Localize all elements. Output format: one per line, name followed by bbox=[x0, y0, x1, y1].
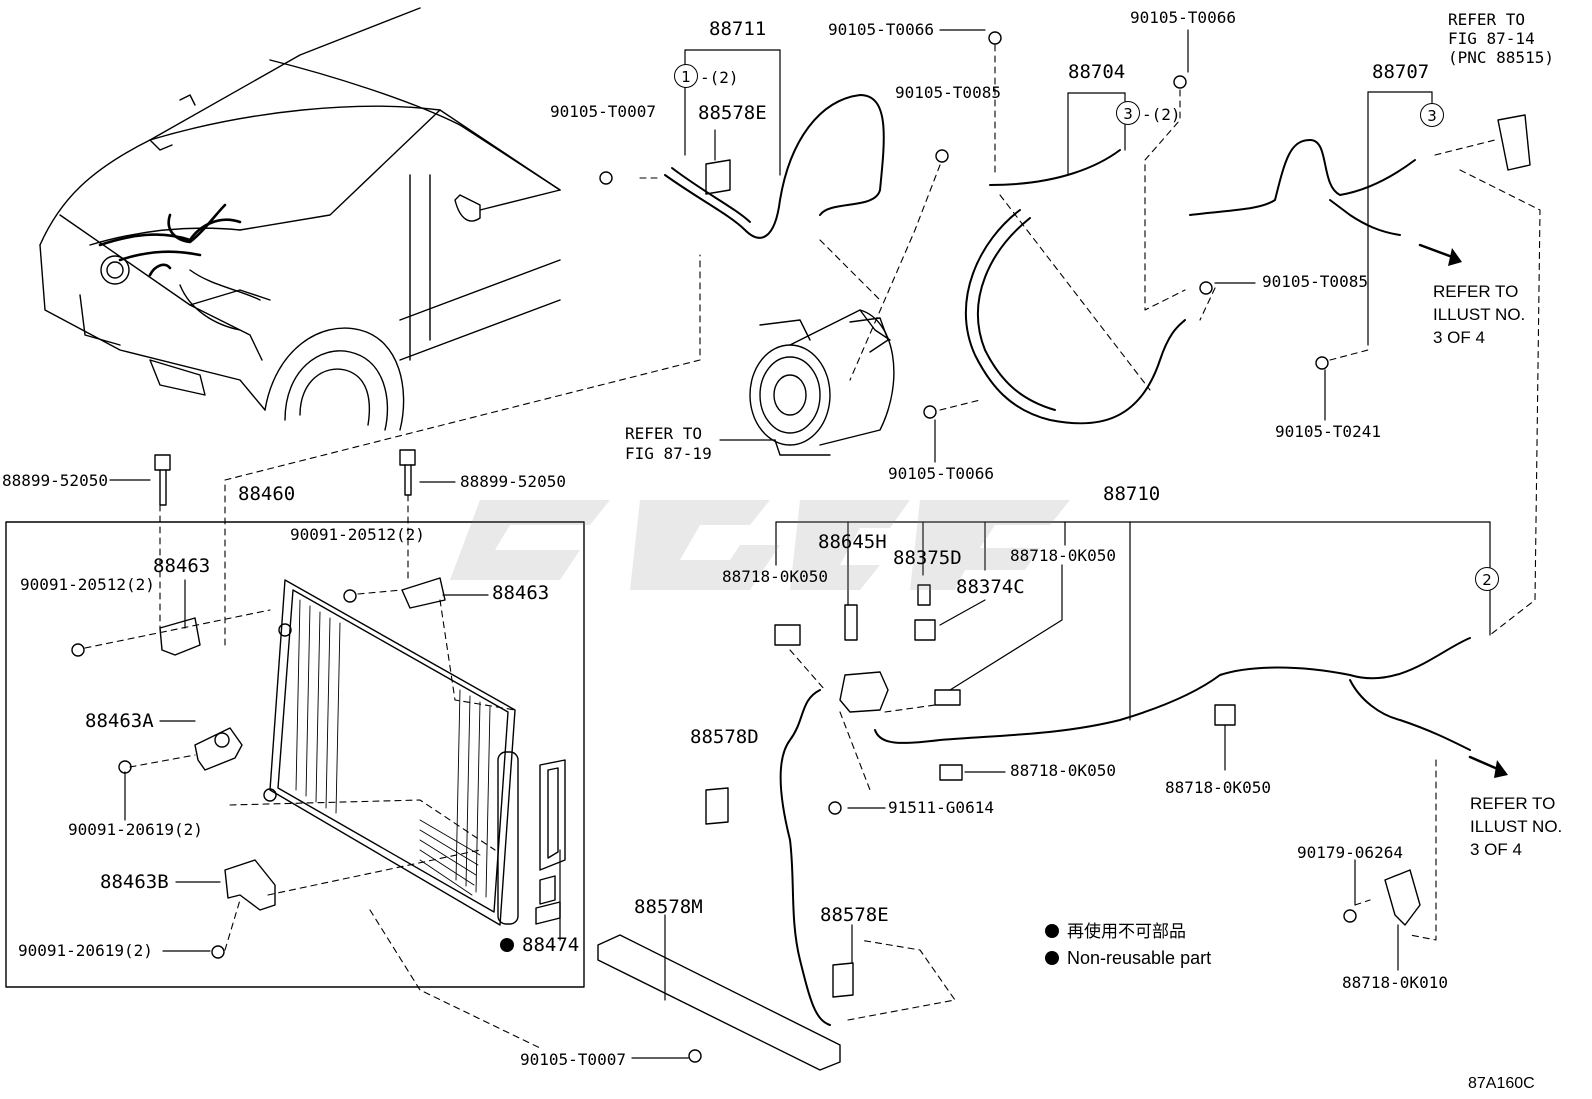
part-label-90105-T0085-b: 90105-T0085 bbox=[1262, 272, 1368, 291]
part-label-88707: 88707 bbox=[1372, 61, 1430, 83]
condenser bbox=[263, 579, 566, 926]
part-label-88474: 88474 bbox=[500, 936, 579, 955]
pads bbox=[597, 114, 1531, 1071]
part-label-90091-20619-a: 90091-20619(2) bbox=[68, 820, 203, 839]
part-label-88645H: 88645H bbox=[818, 531, 887, 553]
callout-qty-3a: -(2) bbox=[1142, 105, 1181, 124]
part-label-88578M: 88578M bbox=[634, 896, 703, 918]
legend-dot-icon bbox=[1045, 951, 1059, 965]
refer-fig-87-19: REFER TO FIG 87-19 bbox=[625, 424, 712, 463]
pressure-switches bbox=[774, 584, 936, 713]
legend-text-cn: 再使用不可部品 bbox=[1067, 922, 1186, 941]
part-label-88718-0K010: 88718-0K010 bbox=[1342, 973, 1448, 992]
part-label-90105-T0066-c: 90105-T0066 bbox=[888, 464, 994, 483]
part-label-90105-T0066-a: 90105-T0066 bbox=[828, 20, 934, 39]
pipe-88707 bbox=[1189, 139, 1416, 236]
part-label-91511-G0614: 91511-G0614 bbox=[888, 798, 994, 817]
part-label-88711: 88711 bbox=[709, 18, 767, 40]
bracket-88463-right bbox=[401, 577, 446, 609]
vehicle-illustration bbox=[39, 7, 561, 431]
part-label-88718-0K050-a: 88718-0K050 bbox=[722, 567, 828, 586]
part-label-88578E-bottom: 88578E bbox=[820, 904, 889, 926]
refer-illust-3of4-a: REFER TO ILLUST NO. 3 OF 4 bbox=[1433, 282, 1526, 347]
part-label-90105-T0066-b: 90105-T0066 bbox=[1130, 8, 1236, 27]
callout-circle-2: 2 bbox=[1475, 567, 1499, 591]
part-label-90091-20619-b: 90091-20619(2) bbox=[18, 941, 153, 960]
part-label-88463-b: 88463 bbox=[492, 582, 550, 604]
condenser-group-frame bbox=[5, 521, 585, 988]
part-label-88899-52050-b: 88899-52050 bbox=[460, 472, 566, 491]
part-label-88463B: 88463B bbox=[100, 871, 169, 893]
refer-illust-3of4-b: REFER TO ILLUST NO. 3 OF 4 bbox=[1470, 794, 1563, 859]
callout-circle-1: 1 bbox=[674, 64, 698, 88]
part-label-88718-0K050-b: 88718-0K050 bbox=[1010, 546, 1116, 565]
refer-fig-87-14: REFER TO FIG 87-14 (PNC 88515) bbox=[1448, 10, 1554, 67]
callout-circle-3a: 3 bbox=[1116, 101, 1140, 125]
part-label-90179-06264: 90179-06264 bbox=[1297, 843, 1403, 862]
part-label-88578E-top: 88578E bbox=[698, 102, 767, 124]
pipe-88710 bbox=[779, 637, 1471, 1026]
part-label-88463A: 88463A bbox=[85, 710, 154, 732]
part-label-88718-0K050-c: 88718-0K050 bbox=[1010, 761, 1116, 780]
bracket-88463B bbox=[224, 859, 276, 911]
part-label-88718-0K050-d: 88718-0K050 bbox=[1165, 778, 1271, 797]
part-label-90105-T0085-a: 90105-T0085 bbox=[895, 83, 1001, 102]
legend-line-cn: 再使用不可部品 bbox=[1045, 923, 1186, 940]
bracket-88463-left bbox=[159, 617, 201, 656]
clamps bbox=[934, 689, 1421, 926]
part-label-88578D: 88578D bbox=[690, 726, 759, 748]
part-label-90091-20512-b: 90091-20512(2) bbox=[20, 575, 155, 594]
non-reusable-dot-icon bbox=[500, 938, 514, 952]
refer-arrows bbox=[1418, 243, 1502, 772]
bracket-88463A bbox=[194, 727, 243, 771]
part-label-88899-52050-a: 88899-52050 bbox=[2, 471, 108, 490]
part-label-88474-text: 88474 bbox=[522, 934, 580, 956]
part-label-88460: 88460 bbox=[238, 483, 296, 505]
legend-line-en: Non-reusable part bbox=[1045, 949, 1211, 967]
hose-88711 bbox=[664, 94, 885, 239]
part-label-88463-a: 88463 bbox=[153, 555, 211, 577]
part-label-88704: 88704 bbox=[1068, 61, 1126, 83]
callout-circle-3b: 3 bbox=[1420, 103, 1444, 127]
hose-88704 bbox=[964, 149, 1186, 425]
part-label-90105-T0241: 90105-T0241 bbox=[1275, 422, 1381, 441]
part-label-88374C: 88374C bbox=[956, 576, 1025, 598]
part-label-88375D: 88375D bbox=[893, 547, 962, 569]
callout-qty-1: -(2) bbox=[700, 68, 739, 87]
part-label-90105-T0007-top: 90105-T0007 bbox=[550, 102, 656, 121]
part-label-88710: 88710 bbox=[1103, 483, 1161, 505]
figure-code: 87A160C bbox=[1468, 1075, 1535, 1092]
compressor bbox=[749, 309, 895, 456]
part-label-90105-T0007-bottom: 90105-T0007 bbox=[520, 1050, 626, 1069]
watermark-logo bbox=[450, 500, 1070, 590]
part-label-90091-20512-a: 90091-20512(2) bbox=[290, 525, 425, 544]
legend-dot-icon bbox=[1045, 924, 1059, 938]
legend-text-en: Non-reusable part bbox=[1067, 948, 1212, 968]
